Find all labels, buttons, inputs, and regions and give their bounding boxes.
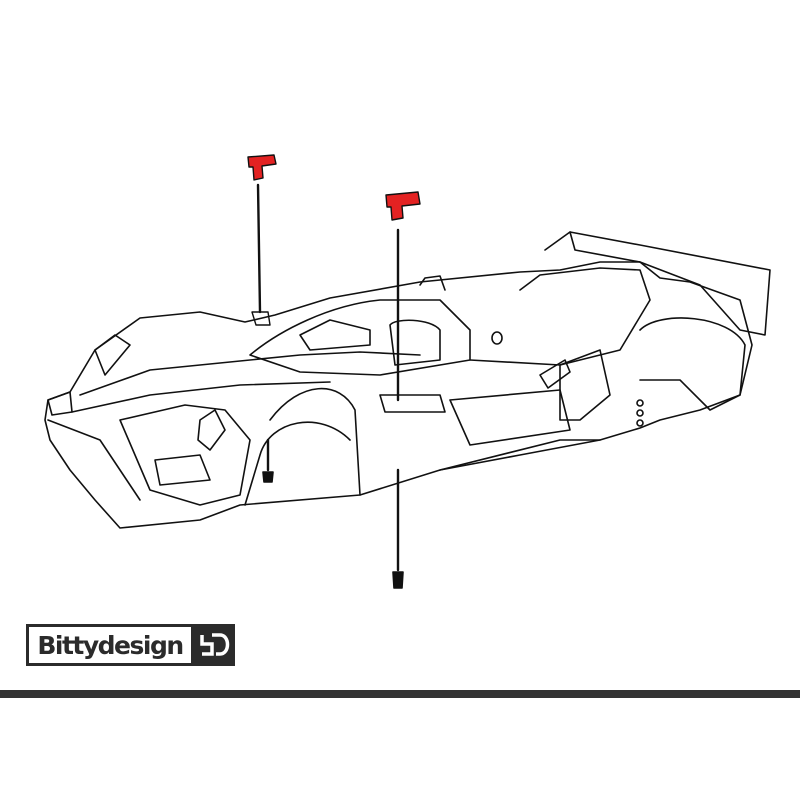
screw-front [251,183,274,483]
brand-mark-icon [194,624,235,666]
body-clip-rear-icon [385,191,421,221]
brand-name: Bittydesign [29,627,191,663]
car-body [44,231,771,529]
brand-logo: Bittydesign [26,624,235,666]
body-clip-front-icon [247,154,277,181]
footer-divider [0,690,800,698]
screw-rear [392,228,404,589]
